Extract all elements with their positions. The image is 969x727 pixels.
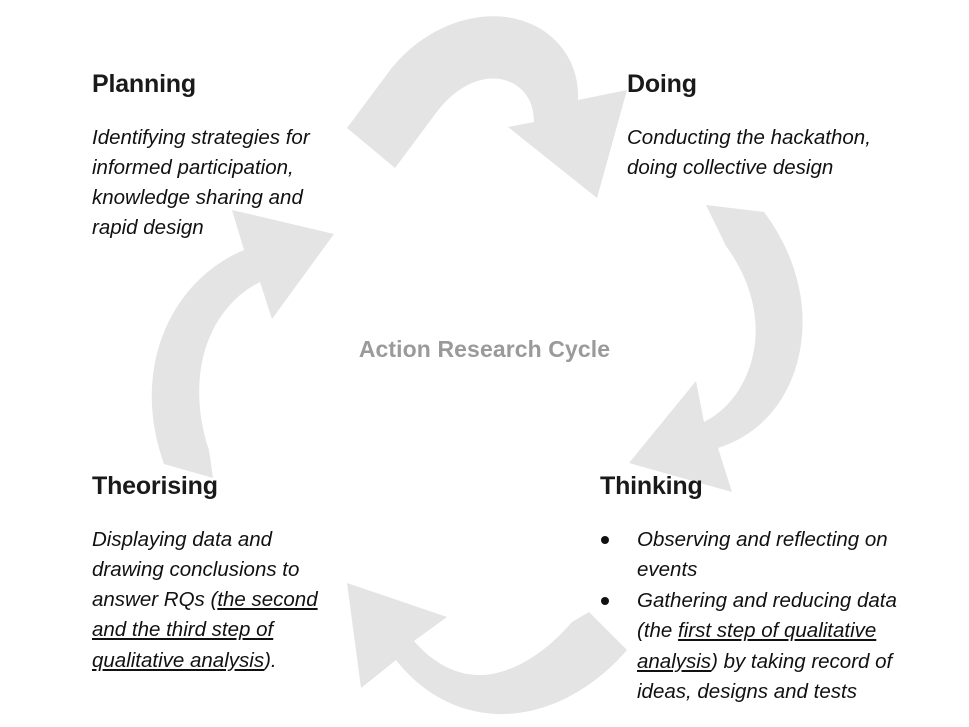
theorising-body-after: ). [264, 648, 277, 672]
quadrant-doing: Doing Conducting the hackathon, doing co… [627, 72, 907, 183]
theorising-heading: Theorising [92, 472, 218, 500]
list-item: Observing and reflecting on events [600, 525, 900, 585]
quadrant-planning: Planning Identifying strategies for info… [92, 72, 342, 244]
bullet-icon [601, 536, 609, 544]
top-arrow-planning-to-doing [347, 16, 627, 198]
theorising-body-before: Displaying data and drawing conclusions … [92, 528, 300, 612]
list-item: Gathering and reducing data (the first s… [600, 586, 900, 707]
bullet-text-before: Observing and reflecting on events [637, 528, 888, 582]
bullet-text-before: Gathering and reducing data (the [637, 589, 897, 643]
bullet-icon [601, 597, 609, 606]
left-arrow-theorising-to-planning [151, 210, 334, 478]
bullet-text-after: ) by taking record of ideas, designs and… [637, 649, 893, 703]
right-arrow-doing-to-thinking [629, 205, 803, 492]
doing-heading: Doing [627, 70, 697, 98]
planning-heading: Planning [92, 70, 196, 98]
planning-body: Identifying strategies for informed part… [92, 126, 310, 240]
thinking-heading: Thinking [600, 472, 703, 500]
center-label: Action Research Cycle [358, 336, 611, 362]
bottom-arrow-thinking-to-theorising [347, 583, 627, 715]
theorising-body: Displaying data and drawing conclusions … [92, 525, 337, 676]
quadrant-thinking: Thinking Observing and reflecting on eve… [600, 474, 900, 708]
bullet-text-underlined: first step of qualitative analysis [637, 619, 877, 673]
theorising-body-underlined: the second and the third step of qualita… [92, 588, 318, 672]
thinking-bullet-list: Observing and reflecting on events Gathe… [600, 525, 900, 707]
doing-body: Conducting the hackathon, doing collecti… [627, 126, 871, 180]
quadrant-theorising: Theorising Displaying data and drawing c… [92, 474, 337, 676]
